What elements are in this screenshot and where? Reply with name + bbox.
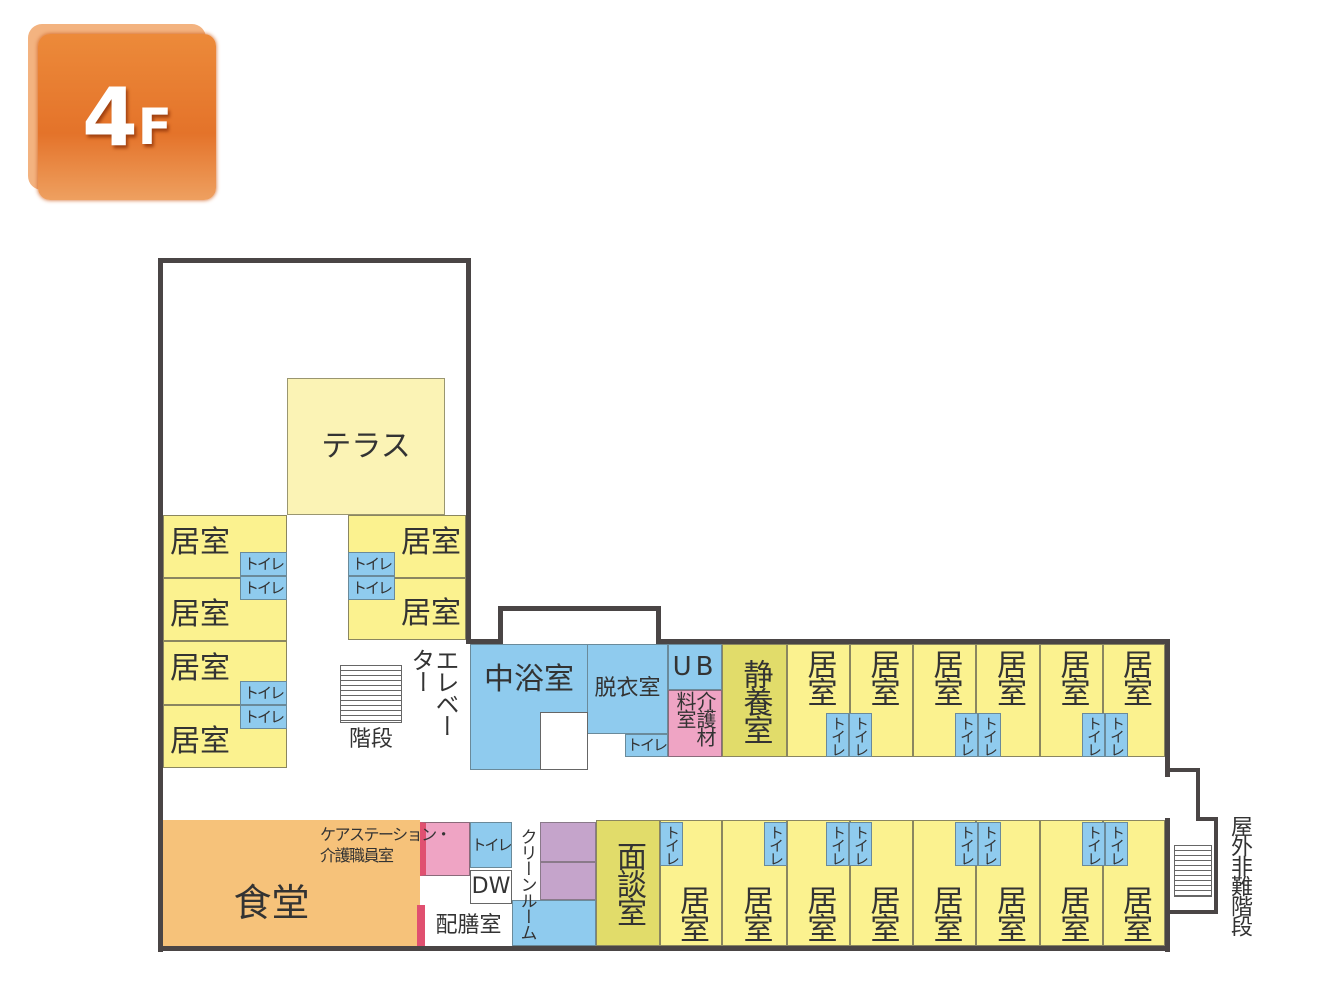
wall [656,639,1169,644]
wall [1165,910,1218,914]
dining-room: 食堂 [163,820,420,946]
toilet: トイレ [1105,713,1128,757]
toilet: トイレ [348,552,395,576]
wall [158,946,1170,951]
cleanroom-cell [540,862,596,900]
dishwasher: DW [470,870,512,904]
toilet: トイレ [660,822,683,866]
dressing-room: 脱衣室 [588,644,668,734]
wall [498,606,503,644]
interview-room: 面談室 [596,820,660,946]
unit-bath: UB [668,644,722,690]
toilet: トイレ [826,822,849,866]
toilet: トイレ [849,713,872,757]
cleanroom-cell [540,822,596,862]
toilet: トイレ [978,822,1001,866]
stairs-label: 階段 [348,727,393,752]
rest-room: 静養室 [722,644,787,757]
toilet: トイレ [1105,822,1128,866]
toilet: トイレ [1082,713,1105,757]
care-station-room [420,822,470,876]
toilet: トイレ [826,713,849,757]
room: 居室 [1040,644,1103,757]
wall [1165,639,1170,777]
notch [540,712,588,770]
wall [1165,768,1200,772]
emergency-stairs-icon [1174,845,1212,897]
wall [1165,818,1170,952]
care-supplies-room: 介護材料室 [668,690,722,757]
cleanroom: クリーンルーム [516,828,537,940]
wall [466,639,502,644]
room: 居室 [163,515,287,578]
toilet: トイレ [955,713,978,757]
wall [158,258,470,263]
cleanroom-area [512,900,596,946]
toilet: トイレ [240,576,287,600]
emergency-stairs-label: 屋外非難階段 [1227,815,1252,935]
wall [1196,768,1200,820]
pantry-accent [417,905,425,946]
care-station: ケアステーション・介護職員室 [320,825,452,865]
wall [158,258,163,952]
toilet: トイレ [240,705,287,729]
toilet: トイレ [955,822,978,866]
wall [656,606,661,644]
toilet: トイレ [1082,822,1105,866]
wall [1196,817,1218,821]
stairs-icon [340,665,402,723]
toilet: トイレ [849,822,872,866]
toilet: トイレ [625,734,668,757]
toilet: トイレ [240,552,287,576]
toilet: トイレ [240,681,287,705]
wall [466,258,471,644]
pantry: 配膳室 [435,912,502,938]
toilet: トイレ [348,576,395,600]
wall [1214,817,1218,913]
toilet: トイレ [978,713,1001,757]
wall [498,606,660,611]
terrace: テラス [287,378,445,515]
toilet: トイレ [764,822,787,866]
toilet: トイレ [470,822,512,868]
elevator: エレベーター [407,648,459,736]
